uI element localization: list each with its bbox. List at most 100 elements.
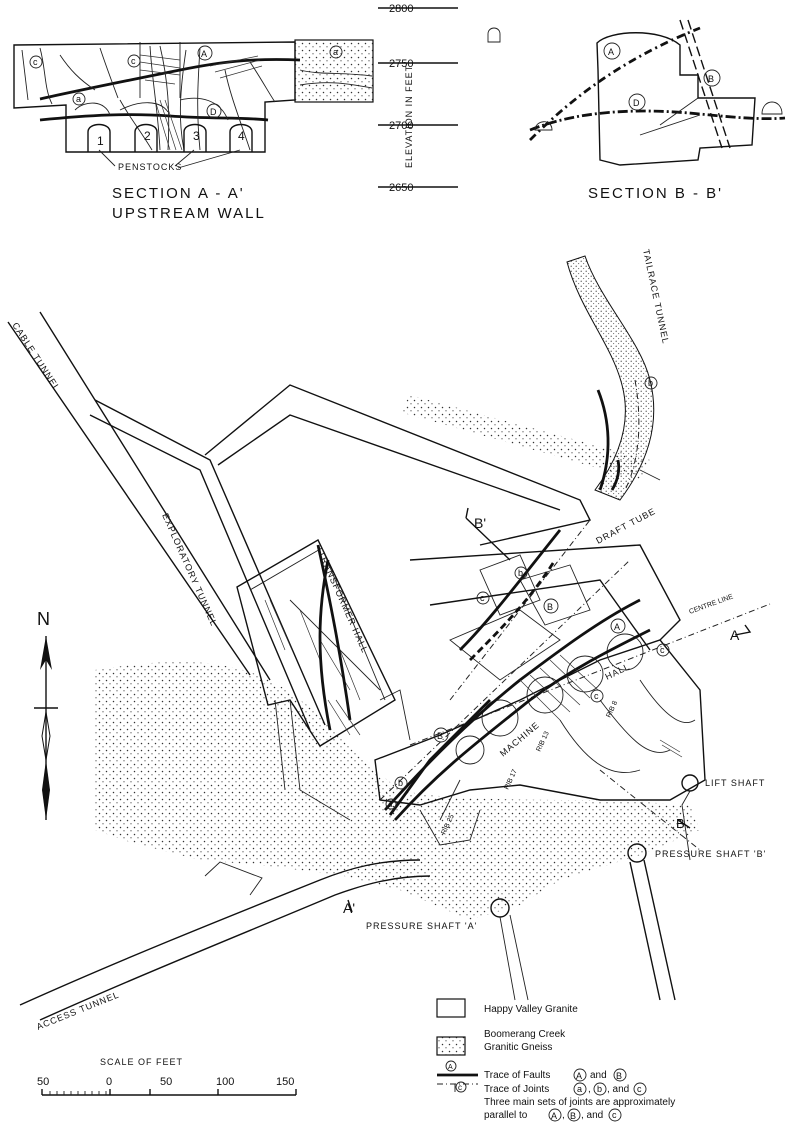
circle-label-b: b (644, 376, 658, 390)
hall-label: HALL (603, 661, 631, 682)
cable-tunnel-label: CABLE TUNNEL (10, 321, 62, 393)
svg-text:c: c (33, 57, 38, 67)
rib-label-8: RIB 8 (605, 700, 619, 719)
section-aa-title: SECTION A - A' (112, 185, 245, 202)
penstock-number-2: 2 (144, 129, 151, 143)
svg-text:, and: , and (581, 1110, 603, 1121)
svg-text:c: c (637, 1084, 642, 1094)
section-a-prime-marker: A' (343, 900, 355, 916)
section-aa: 1 2 3 4 c c A a a D PENSTOCKS (13, 39, 374, 222)
section-a-marker: A (730, 627, 740, 643)
svg-text:b: b (597, 1084, 602, 1094)
svg-text:B: B (570, 1111, 576, 1121)
svg-text:c: c (660, 645, 665, 655)
scale-tick-100: 100 (216, 1076, 234, 1088)
svg-text:a: a (76, 94, 81, 104)
svg-text:a: a (333, 47, 338, 57)
scale-tick-minus-50: 50 (37, 1076, 49, 1088)
tailrace-tunnel-label: TAILRACE TUNNEL (641, 248, 671, 345)
svg-text:c: c (131, 56, 136, 66)
svg-text:b: b (648, 378, 653, 388)
svg-text:A: A (614, 622, 620, 632)
svg-text:B: B (708, 74, 714, 84)
circle-label-B: B (543, 598, 559, 614)
svg-text:c: c (458, 1083, 462, 1092)
machine-label: MACHINE (498, 720, 542, 759)
svg-text:A: A (201, 49, 207, 59)
elevation-tick-2650: 2650 (389, 182, 413, 194)
circle-label-b: b (394, 776, 408, 790)
circle-label-A: A (197, 45, 213, 61)
elevation-scale: 2800 2750 2700 2650 ELEVATION IN FEET (378, 3, 458, 194)
circle-label-D: D (206, 103, 222, 119)
exploratory-tunnel-label: EXPLORATORY TUNNEL (160, 512, 219, 628)
circle-label-b: b (514, 566, 528, 580)
scale-tick-0: 0 (106, 1076, 112, 1088)
section-bb: A B D SECTION B - B' (529, 19, 786, 202)
svg-text:b: b (398, 778, 403, 788)
elevation-axis-label: ELEVATION IN FEET (404, 65, 414, 168)
legend-granite-label: Happy Valley Granite (484, 1004, 578, 1015)
circle-label-B: B (703, 69, 721, 87)
section-b-prime-marker: B' (474, 515, 486, 531)
svg-text:and: and (590, 1070, 607, 1081)
scale-bar: SCALE OF FEET 50 0 50 100 150 (37, 1057, 297, 1096)
centre-line-label: CENTRE LINE (688, 593, 734, 616)
circle-label-B: B (433, 727, 449, 743)
penstock-number-3: 3 (193, 129, 200, 143)
legend-joints-label: Trace of Joints (484, 1084, 549, 1095)
scale-title: SCALE OF FEET (100, 1057, 183, 1067)
svg-text:A: A (608, 47, 614, 57)
svg-text:A: A (576, 1071, 582, 1081)
legend-note-line-1: Three main sets of joints are approximat… (484, 1097, 675, 1108)
rib-label-13: RIB 13 (535, 730, 550, 752)
access-tunnel-label: ACCESS TUNNEL (35, 989, 121, 1031)
elevation-tick-2700: 2700 (389, 120, 413, 132)
circle-label-a: a (329, 45, 343, 59)
svg-text:B: B (437, 731, 443, 741)
svg-text:a: a (577, 1084, 582, 1094)
svg-text:c: c (480, 593, 485, 603)
circle-label-c: c (127, 54, 141, 68)
penstocks-label: PENSTOCKS (118, 162, 182, 172)
plan-view: RIB 8 RIB 13 RIB 17 RIB 25 b b c B A c (7, 248, 771, 1032)
legend-gneiss-swatch (436, 1036, 466, 1056)
section-bb-title: SECTION B - B' (588, 185, 723, 202)
svg-text:,: , (562, 1110, 565, 1121)
pressure-shaft-b-label: PRESSURE SHAFT 'B' (655, 849, 766, 859)
section-b-marker: B (676, 816, 685, 831)
draft-tube-label: DRAFT TUBE (594, 506, 657, 546)
section-aa-subtitle: UPSTREAM WALL (112, 205, 266, 222)
scale-tick-50: 50 (160, 1076, 172, 1088)
legend-faults-label: Trace of Faults (484, 1070, 550, 1081)
circle-label-c: c (590, 689, 604, 703)
legend-granite-swatch (436, 998, 466, 1018)
svg-text:D: D (210, 107, 217, 117)
svg-text:D: D (633, 98, 640, 108)
circle-label-D: D (628, 93, 646, 111)
scale-tick-150: 150 (276, 1076, 294, 1088)
elevation-tick-2800: 2800 (389, 3, 413, 15)
rib-label-17: RIB 17 (503, 768, 518, 790)
svg-text:a: a (388, 800, 393, 809)
penstock-number-1: 1 (97, 134, 104, 148)
svg-text:, and: , and (607, 1084, 629, 1095)
circle-label-c: c (656, 643, 670, 657)
circle-label-a: a (385, 798, 397, 810)
svg-text:c: c (612, 1110, 617, 1120)
legend-note-line-2: parallel to (484, 1110, 528, 1121)
north-label: N (37, 609, 50, 629)
pressure-shaft-a-label: PRESSURE SHAFT 'A' (366, 921, 477, 931)
svg-text:B: B (547, 602, 553, 612)
svg-text:A: A (551, 1111, 557, 1121)
circle-label-a: a (72, 92, 86, 106)
legend-gneiss-label-1: Boomerang Creek (484, 1029, 566, 1040)
lift-shaft-label: LIFT SHAFT (705, 778, 765, 788)
circle-label-A: A (603, 42, 621, 60)
north-arrow: N (34, 609, 58, 820)
legend-gneiss-label-2: Granitic Gneiss (484, 1042, 552, 1053)
arch-symbol (487, 27, 501, 43)
transformer-hall-label: TRANSFORMER HALL (316, 550, 370, 655)
circle-label-c: c (476, 591, 490, 605)
